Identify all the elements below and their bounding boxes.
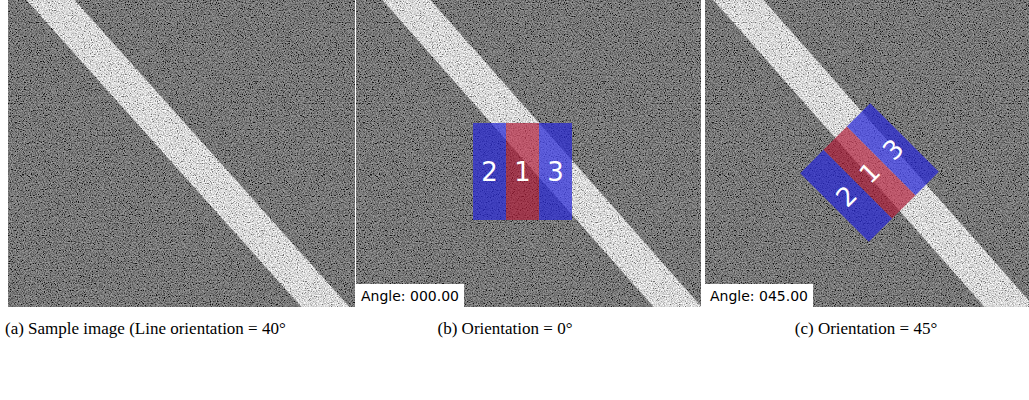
band-number: 2: [831, 181, 861, 211]
angle-readout: Angle: 045.00: [710, 289, 808, 303]
angle-label-box: Angle: 000.00: [356, 284, 464, 307]
subfigure-caption: (a) Sample image (Line orientation = 40°: [5, 318, 305, 340]
band-number: 3: [547, 159, 564, 185]
subfigure-caption: (b) Orientation = 0°: [438, 318, 573, 340]
filter-group: 213: [473, 123, 572, 220]
angle-readout: Angle: 000.00: [361, 289, 459, 303]
filter-band: 1: [506, 123, 539, 220]
band-number: 2: [481, 159, 498, 185]
band-number: 3: [878, 134, 908, 164]
angle-label-box: Angle: 045.00: [705, 284, 813, 307]
subfigure-caption: (c) Orientation = 45°: [795, 318, 937, 340]
band-number: 1: [514, 159, 531, 185]
noise-image: [8, 0, 355, 307]
filter-band: 2: [473, 123, 506, 220]
filter-band: 3: [539, 123, 572, 220]
band-number: 1: [854, 157, 884, 187]
